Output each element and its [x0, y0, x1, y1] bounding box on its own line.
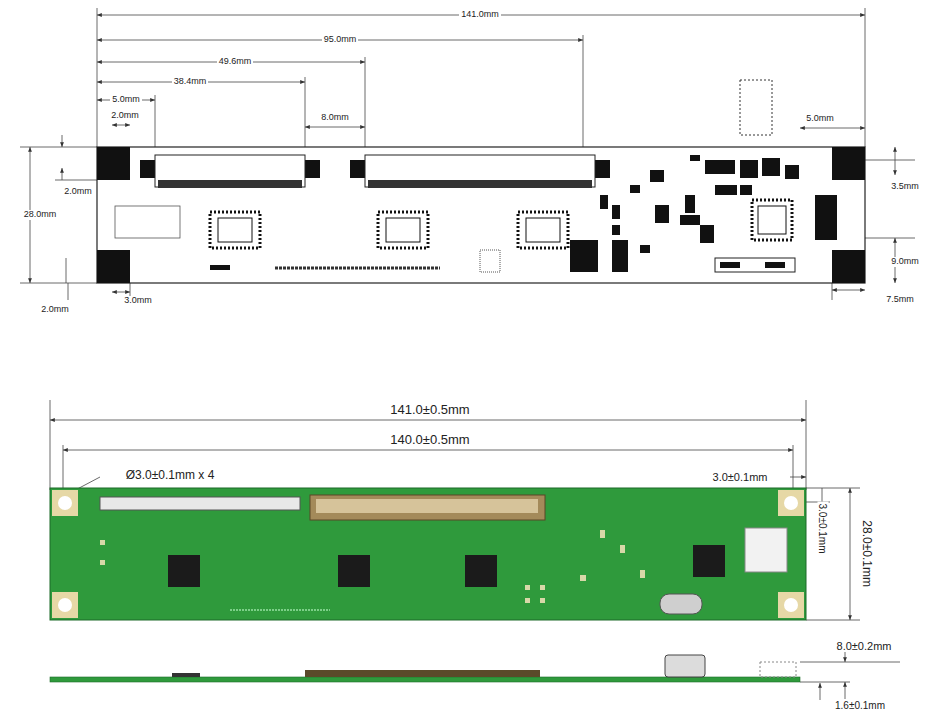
dimension-label: 1.6±0.1mm: [833, 700, 887, 711]
dimension-label: 5.0mm: [110, 95, 142, 105]
bottom-board: [50, 488, 806, 620]
dimension-lines: [20, 8, 915, 300]
top-board: [97, 80, 865, 283]
dimension-lines: [50, 400, 900, 700]
dimension-label: 3.0mm: [122, 296, 154, 306]
dimension-label: 3.5mm: [889, 182, 921, 192]
dimension-label: 2.0mm: [109, 111, 141, 121]
dimension-label: 2.0mm: [62, 187, 94, 197]
dimension-label: 141.0mm: [459, 10, 501, 20]
dimension-label: 8.0mm: [319, 113, 351, 123]
side-view: [50, 655, 800, 682]
dimension-label: 38.4mm: [172, 77, 209, 87]
dimension-label: 28.0mm: [22, 210, 59, 220]
dimension-label: 9.0mm: [889, 257, 921, 267]
dimension-label: 141.0±0.5mm: [388, 403, 471, 417]
dimension-label: 3.0±0.1mm: [817, 501, 828, 555]
dimension-label: 2.0mm: [39, 305, 71, 315]
dimension-label: Ø3.0±0.1mm x 4: [124, 469, 217, 482]
dimension-label: 8.0±0.2mm: [835, 640, 894, 652]
dimension-label: 28.0±0.1mm: [859, 519, 872, 590]
dimension-label: 3.0±0.1mm: [711, 471, 770, 483]
dimension-label: 5.0mm: [804, 114, 836, 124]
dimension-label: 140.0±0.5mm: [388, 433, 471, 447]
dimension-label: 95.0mm: [322, 35, 359, 45]
dimension-label: 7.5mm: [884, 295, 916, 305]
dimension-label: 49.6mm: [217, 57, 254, 67]
